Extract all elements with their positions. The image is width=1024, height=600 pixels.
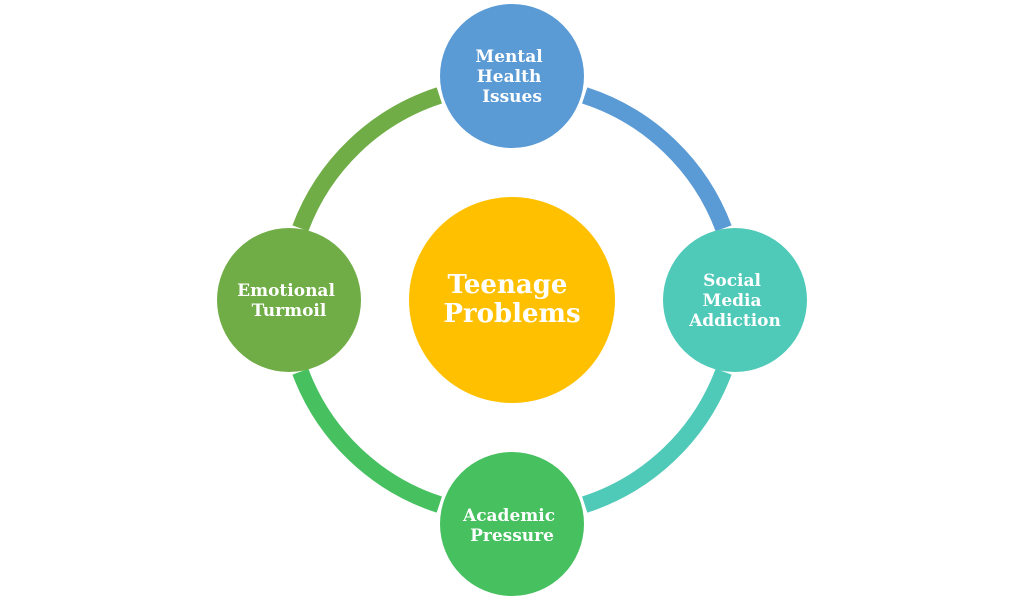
center-circle	[409, 197, 615, 403]
node-label-line: Turmoil	[252, 301, 327, 321]
center-node: Teenage Problems	[409, 197, 615, 403]
node-label-line: Emotional	[237, 281, 335, 301]
node-label-line: Media	[703, 291, 762, 311]
node-label-social-media: Social Media Addiction	[688, 271, 781, 331]
node-circle-social-media	[663, 228, 807, 372]
node-label-emotional: Emotional Turmoil	[237, 281, 341, 321]
center-label: Teenage Problems	[443, 270, 580, 329]
center-label-line: Teenage	[448, 270, 568, 300]
node-label-line: Pressure	[470, 526, 554, 546]
ring-arcs	[292, 87, 732, 513]
arc-academic-to-emotional	[292, 368, 442, 513]
node-social-media: Social Media Addiction	[663, 228, 807, 372]
node-emotional: Emotional Turmoil	[217, 228, 361, 372]
node-circle-mental-health	[440, 4, 584, 148]
node-label-line: Academic	[462, 506, 555, 526]
node-academic: Academic Pressure	[440, 452, 584, 596]
arc-social-to-academic	[582, 368, 732, 513]
node-label-line: Social	[703, 271, 761, 291]
node-circle-academic	[440, 452, 584, 596]
node-label-academic: Academic Pressure	[462, 506, 561, 546]
arc-emotional-to-mental	[292, 87, 442, 232]
node-label-mental-health: Mental Health Issues	[475, 47, 548, 107]
node-mental-health: Mental Health Issues	[440, 4, 584, 148]
node-label-line: Addiction	[688, 311, 781, 331]
arc-mental-to-social	[582, 87, 732, 232]
center-label-line: Problems	[443, 299, 580, 329]
node-label-line: Mental	[475, 47, 543, 67]
node-label-line: Health	[477, 67, 542, 87]
node-circle-emotional	[217, 228, 361, 372]
node-label-line: Issues	[482, 87, 542, 107]
